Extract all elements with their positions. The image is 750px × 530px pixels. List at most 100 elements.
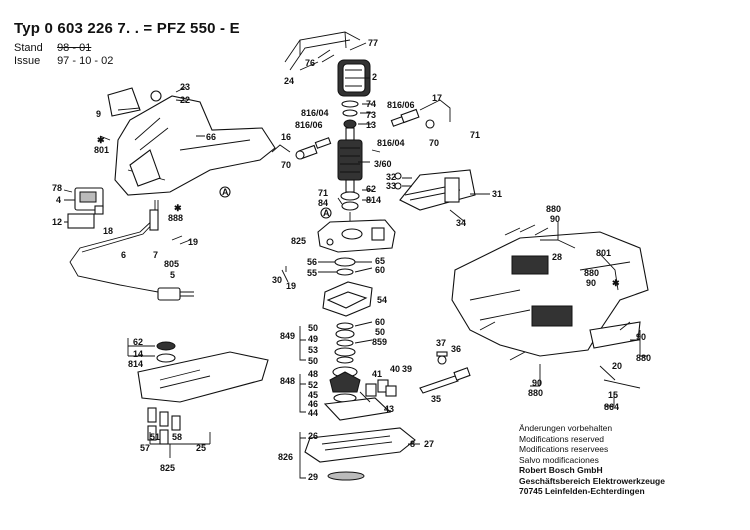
note-line: Salvo modificaciones <box>519 454 599 465</box>
company-name: Robert Bosch GmbH <box>519 465 603 475</box>
callout-90-b: 90 <box>586 278 596 288</box>
callout-71-b: 71 <box>470 130 480 140</box>
power-cord <box>69 200 194 301</box>
callout-14: 14 <box>133 349 143 359</box>
callout-35: 35 <box>431 394 441 404</box>
callout-62-a: 62 <box>366 184 376 194</box>
asterisk-markers: ✱ ✱ ✱ <box>97 135 620 288</box>
callout-25: 25 <box>196 443 206 453</box>
diagram-title: Typ 0 603 226 7. . = PFZ 550 - E <box>14 20 240 37</box>
callout-a-1: A <box>222 187 229 197</box>
callout-816-04-b: 816/04 <box>377 138 405 148</box>
callout-71-a: 71 <box>318 188 328 198</box>
callout-801-b: 801 <box>596 248 611 258</box>
callout-78: 78 <box>52 183 62 193</box>
callout-6: 6 <box>121 250 126 260</box>
asterisk-icon: ✱ <box>97 135 105 145</box>
callout-22: 22 <box>180 95 190 105</box>
pendulum-stack <box>322 257 373 364</box>
callout-801-a: 801 <box>94 145 109 155</box>
callout-54: 54 <box>377 295 387 305</box>
callout-814-a: 814 <box>366 195 381 205</box>
reference-circle-a1 <box>219 186 231 198</box>
callout-826: 826 <box>278 452 293 462</box>
callout-880-a: 880 <box>546 204 561 214</box>
callout-90-d: 90 <box>532 378 542 388</box>
callout-46: 46 <box>308 399 318 409</box>
callout-18: 18 <box>103 226 113 236</box>
asterisk-icon: ✱ <box>612 278 620 288</box>
callout-50-c: 50 <box>375 327 385 337</box>
callout-24: 24 <box>284 76 294 86</box>
callout-880-b: 880 <box>584 268 599 278</box>
callout-3-60: 3/60 <box>374 159 392 169</box>
handle-housing <box>107 87 276 196</box>
callout-77: 77 <box>368 38 378 48</box>
callout-43: 43 <box>384 404 394 414</box>
callout-8: 8 <box>410 439 415 449</box>
issue-label: Issue <box>14 55 41 67</box>
callout-816-06-a: 816/06 <box>387 100 415 110</box>
callout-15: 15 <box>608 390 618 400</box>
callout-65: 65 <box>375 256 385 266</box>
callout-29: 29 <box>308 472 318 482</box>
callout-34: 34 <box>456 218 466 228</box>
callout-12: 12 <box>52 217 62 227</box>
callout-90-a: 90 <box>550 214 560 224</box>
stand-value: 98 - 01 <box>57 42 92 54</box>
company-address: 70745 Leinfelden-Echterdingen <box>519 486 645 496</box>
motor-field-assembly <box>284 31 371 97</box>
switch-bracket <box>394 169 476 211</box>
reference-circle-a2 <box>320 207 332 219</box>
callout-57: 57 <box>140 443 150 453</box>
brush-holders <box>271 99 451 160</box>
callout-825-a: 825 <box>291 236 306 246</box>
callout-37: 37 <box>436 338 446 348</box>
issue-value: 97 - 10 - 02 <box>57 55 114 67</box>
callout-62-b: 62 <box>133 337 143 347</box>
callout-49: 49 <box>308 334 318 344</box>
callout-814-b: 814 <box>128 359 143 369</box>
callout-880-d: 880 <box>528 388 543 398</box>
callout-5: 5 <box>170 270 175 280</box>
callout-28: 28 <box>552 252 562 262</box>
callout-19: 19 <box>188 237 198 247</box>
callout-44: 44 <box>308 408 318 418</box>
callout-48: 48 <box>308 369 318 379</box>
callout-58: 58 <box>172 432 182 442</box>
callout-39: 39 <box>402 364 412 374</box>
armature-column <box>337 100 363 228</box>
notes-block: Änderungen vorbehalten Modifications res… <box>519 423 665 497</box>
callout-51: 51 <box>150 432 160 442</box>
callout-26: 26 <box>308 431 318 441</box>
callout-888: 888 <box>168 213 183 223</box>
issue-row: Issue 97 - 10 - 02 <box>14 55 113 67</box>
callout-30: 30 <box>272 275 282 285</box>
callout-53: 53 <box>308 345 318 355</box>
stand-label: Stand <box>14 42 43 54</box>
callout-numbers: 77 76 24 2 74 73 13 816/04 816/06 816/06… <box>52 38 651 482</box>
callout-2: 2 <box>372 72 377 82</box>
callout-805: 805 <box>164 259 179 269</box>
plunger-rod <box>419 351 471 394</box>
callout-a-2: A <box>323 208 330 218</box>
callout-60-b: 60 <box>375 317 385 327</box>
callout-66: 66 <box>206 132 216 142</box>
callout-52: 52 <box>308 380 318 390</box>
callout-50-b: 50 <box>308 356 318 366</box>
callout-40: 40 <box>390 364 400 374</box>
callout-74: 74 <box>366 99 376 109</box>
callout-19-b: 19 <box>286 281 296 291</box>
callout-4: 4 <box>56 195 61 205</box>
callout-32: 32 <box>386 172 396 182</box>
callout-20: 20 <box>612 361 622 371</box>
callout-848: 848 <box>280 376 295 386</box>
leader-lines <box>63 42 648 479</box>
motor-housing-28 <box>451 231 649 389</box>
callout-16: 16 <box>281 132 291 142</box>
gear-housing-825 <box>317 219 396 253</box>
callout-73: 73 <box>366 110 376 120</box>
note-line: Modifications reserved <box>519 433 605 444</box>
